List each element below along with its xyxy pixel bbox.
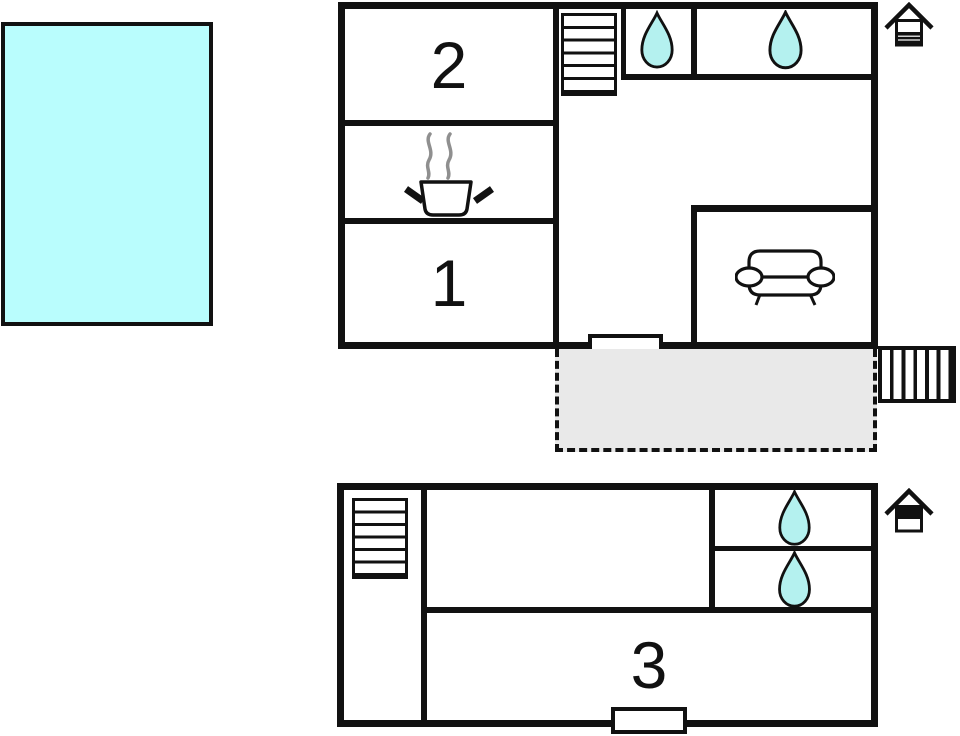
swimming-pool <box>1 22 213 326</box>
water-drop-icon <box>778 490 811 546</box>
exterior-staircase-icon <box>878 346 956 403</box>
wall-segment <box>345 218 553 224</box>
bedroom-1-label: 1 <box>430 246 468 320</box>
wall-segment <box>691 9 697 80</box>
wall-segment <box>427 607 871 613</box>
wall-segment <box>621 74 871 80</box>
wall-segment <box>345 120 553 126</box>
entrance-door <box>611 707 687 734</box>
wall-segment <box>621 9 626 80</box>
ground-floor-plan: 2 1 <box>338 2 878 361</box>
water-drop-icon <box>778 551 811 608</box>
sofa-icon <box>735 249 835 306</box>
staircase-icon <box>561 13 617 96</box>
bedroom-3-label: 3 <box>630 628 668 702</box>
wall-segment <box>421 490 427 720</box>
cooking-pot-icon <box>404 132 494 217</box>
water-drop-icon <box>768 10 803 70</box>
wall-segment <box>691 205 697 342</box>
wall-segment <box>553 9 559 342</box>
bedroom-2-label: 2 <box>430 27 468 102</box>
water-drop-icon <box>640 10 674 69</box>
terrace <box>555 349 877 452</box>
house-level-indicator-upper-icon <box>884 488 934 533</box>
house-level-indicator-ground-icon <box>884 2 934 47</box>
upper-floor-plan: 3 <box>337 483 878 734</box>
staircase-icon <box>352 498 408 579</box>
wall-segment <box>691 205 871 212</box>
wall-segment <box>709 546 871 551</box>
